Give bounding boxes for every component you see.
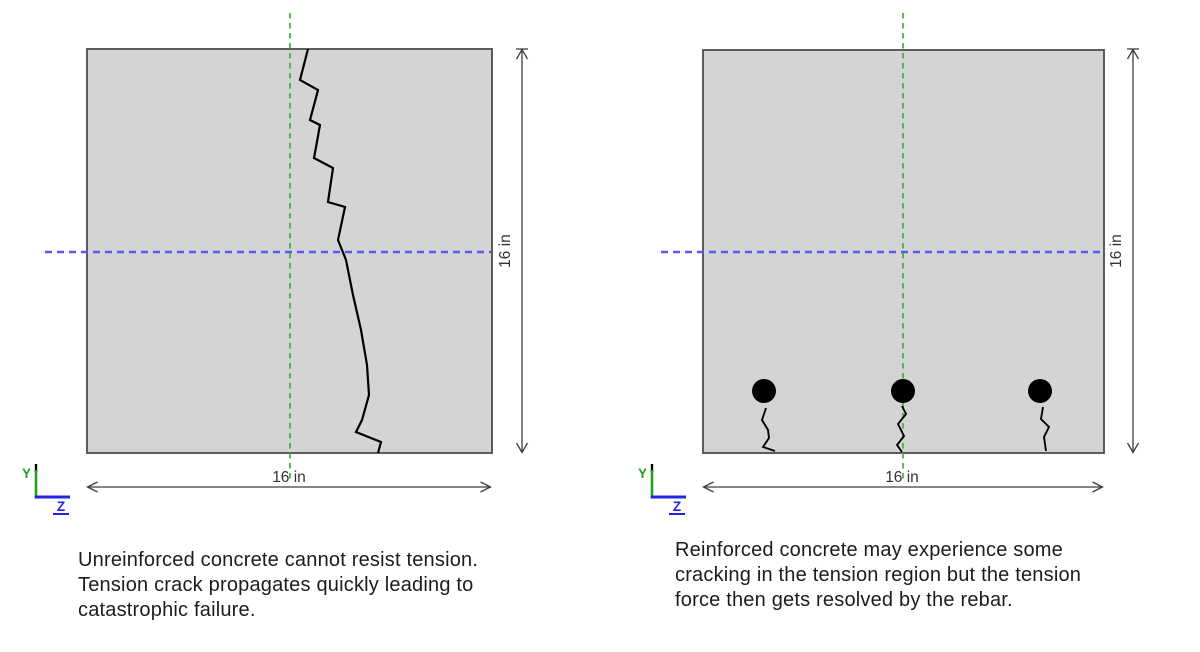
unreinforced-diagram: 16 in 16 in Y Z: [22, 13, 529, 515]
y-axis-label: Y: [22, 466, 31, 481]
axis-triad: Y Z: [638, 464, 686, 515]
arrow-left-icon: [86, 481, 98, 493]
width-dimension: [86, 481, 492, 493]
reinforced-diagram: 16 in 16 in Y Z: [638, 13, 1140, 515]
arrow-left-icon: [702, 481, 714, 493]
caption-line: Reinforced concrete may experience some: [675, 539, 1063, 561]
arrow-down-icon: [1126, 442, 1140, 454]
arrow-right-icon: [1092, 481, 1104, 493]
arrow-down-icon: [515, 442, 529, 454]
height-dimension-label: 16 in: [497, 234, 514, 268]
rebar-crack: [1039, 406, 1051, 452]
rebar-circle: [752, 379, 776, 403]
z-axis-label: Z: [57, 499, 65, 514]
width-dimension: [702, 481, 1104, 493]
caption-line: force then gets resolved by the rebar.: [675, 589, 1013, 611]
height-dimension: [1126, 48, 1140, 454]
width-dimension-label: 16 in: [272, 469, 306, 486]
rebar-circle: [891, 379, 915, 403]
caption-line: cracking in the tension region but the t…: [675, 564, 1082, 586]
rebar-circle: [1028, 379, 1052, 403]
arrow-up-icon: [515, 48, 529, 60]
rebar-crack: [760, 407, 776, 452]
arrow-up-icon: [1126, 48, 1140, 60]
height-dimension-label: 16 in: [1108, 234, 1125, 268]
caption-reinforced: Reinforced concrete may experience some …: [675, 538, 1175, 613]
caption-line: catastrophic failure.: [78, 599, 256, 621]
arrow-right-icon: [480, 481, 492, 493]
caption-line: Unreinforced concrete cannot resist tens…: [78, 549, 479, 571]
tension-crack: [298, 48, 383, 454]
caption-line: Tension crack propagates quickly leading…: [78, 574, 474, 596]
axis-triad: Y Z: [22, 464, 70, 515]
width-dimension-label: 16 in: [885, 469, 919, 486]
caption-unreinforced: Unreinforced concrete cannot resist tens…: [78, 548, 578, 623]
rebar-crack: [895, 405, 908, 453]
height-dimension: [515, 48, 529, 454]
z-axis-label: Z: [673, 499, 681, 514]
y-axis-label: Y: [638, 466, 647, 481]
rebar-group: [752, 379, 1052, 453]
